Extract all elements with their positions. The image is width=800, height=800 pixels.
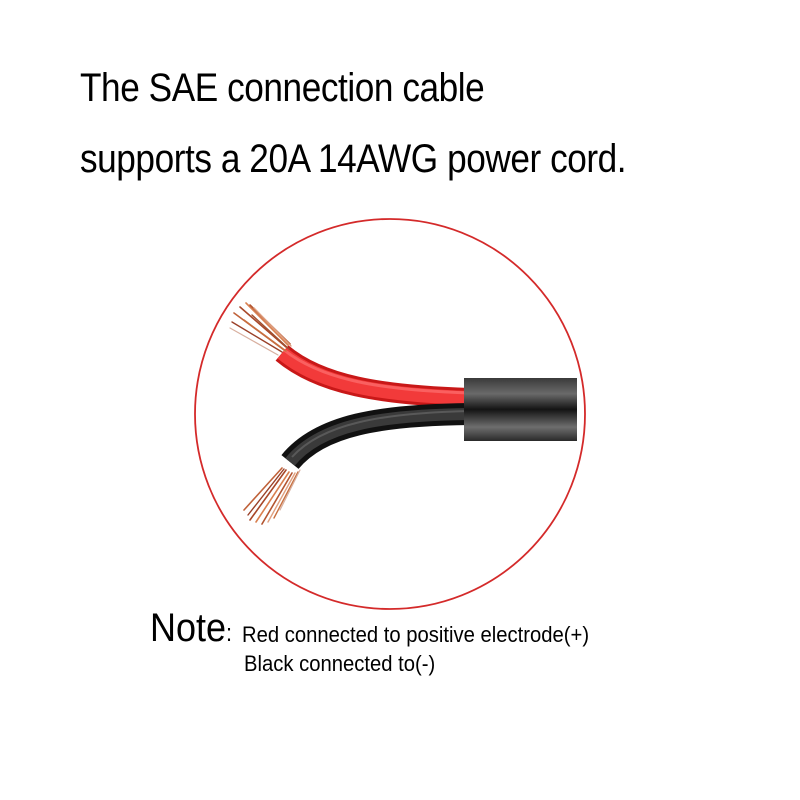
black-wire-copper-strands	[243, 467, 301, 525]
headline-line-2: supports a 20A 14AWG power cord.	[80, 137, 627, 181]
note-black-wire: Black connected to(-)	[244, 651, 436, 676]
cable-jacket	[464, 378, 577, 441]
red-wire	[275, 345, 471, 408]
highlight-circle	[194, 218, 586, 610]
note-label: Note:	[150, 606, 233, 650]
wiring-note: Note: Red connected to positive electrod…	[150, 606, 589, 676]
black-wire	[281, 403, 471, 470]
note-red-wire: Red connected to positive electrode(+)	[242, 622, 590, 647]
headline-line-1: The SAE connection cable	[80, 66, 485, 110]
red-wire-copper-strands	[229, 302, 292, 356]
